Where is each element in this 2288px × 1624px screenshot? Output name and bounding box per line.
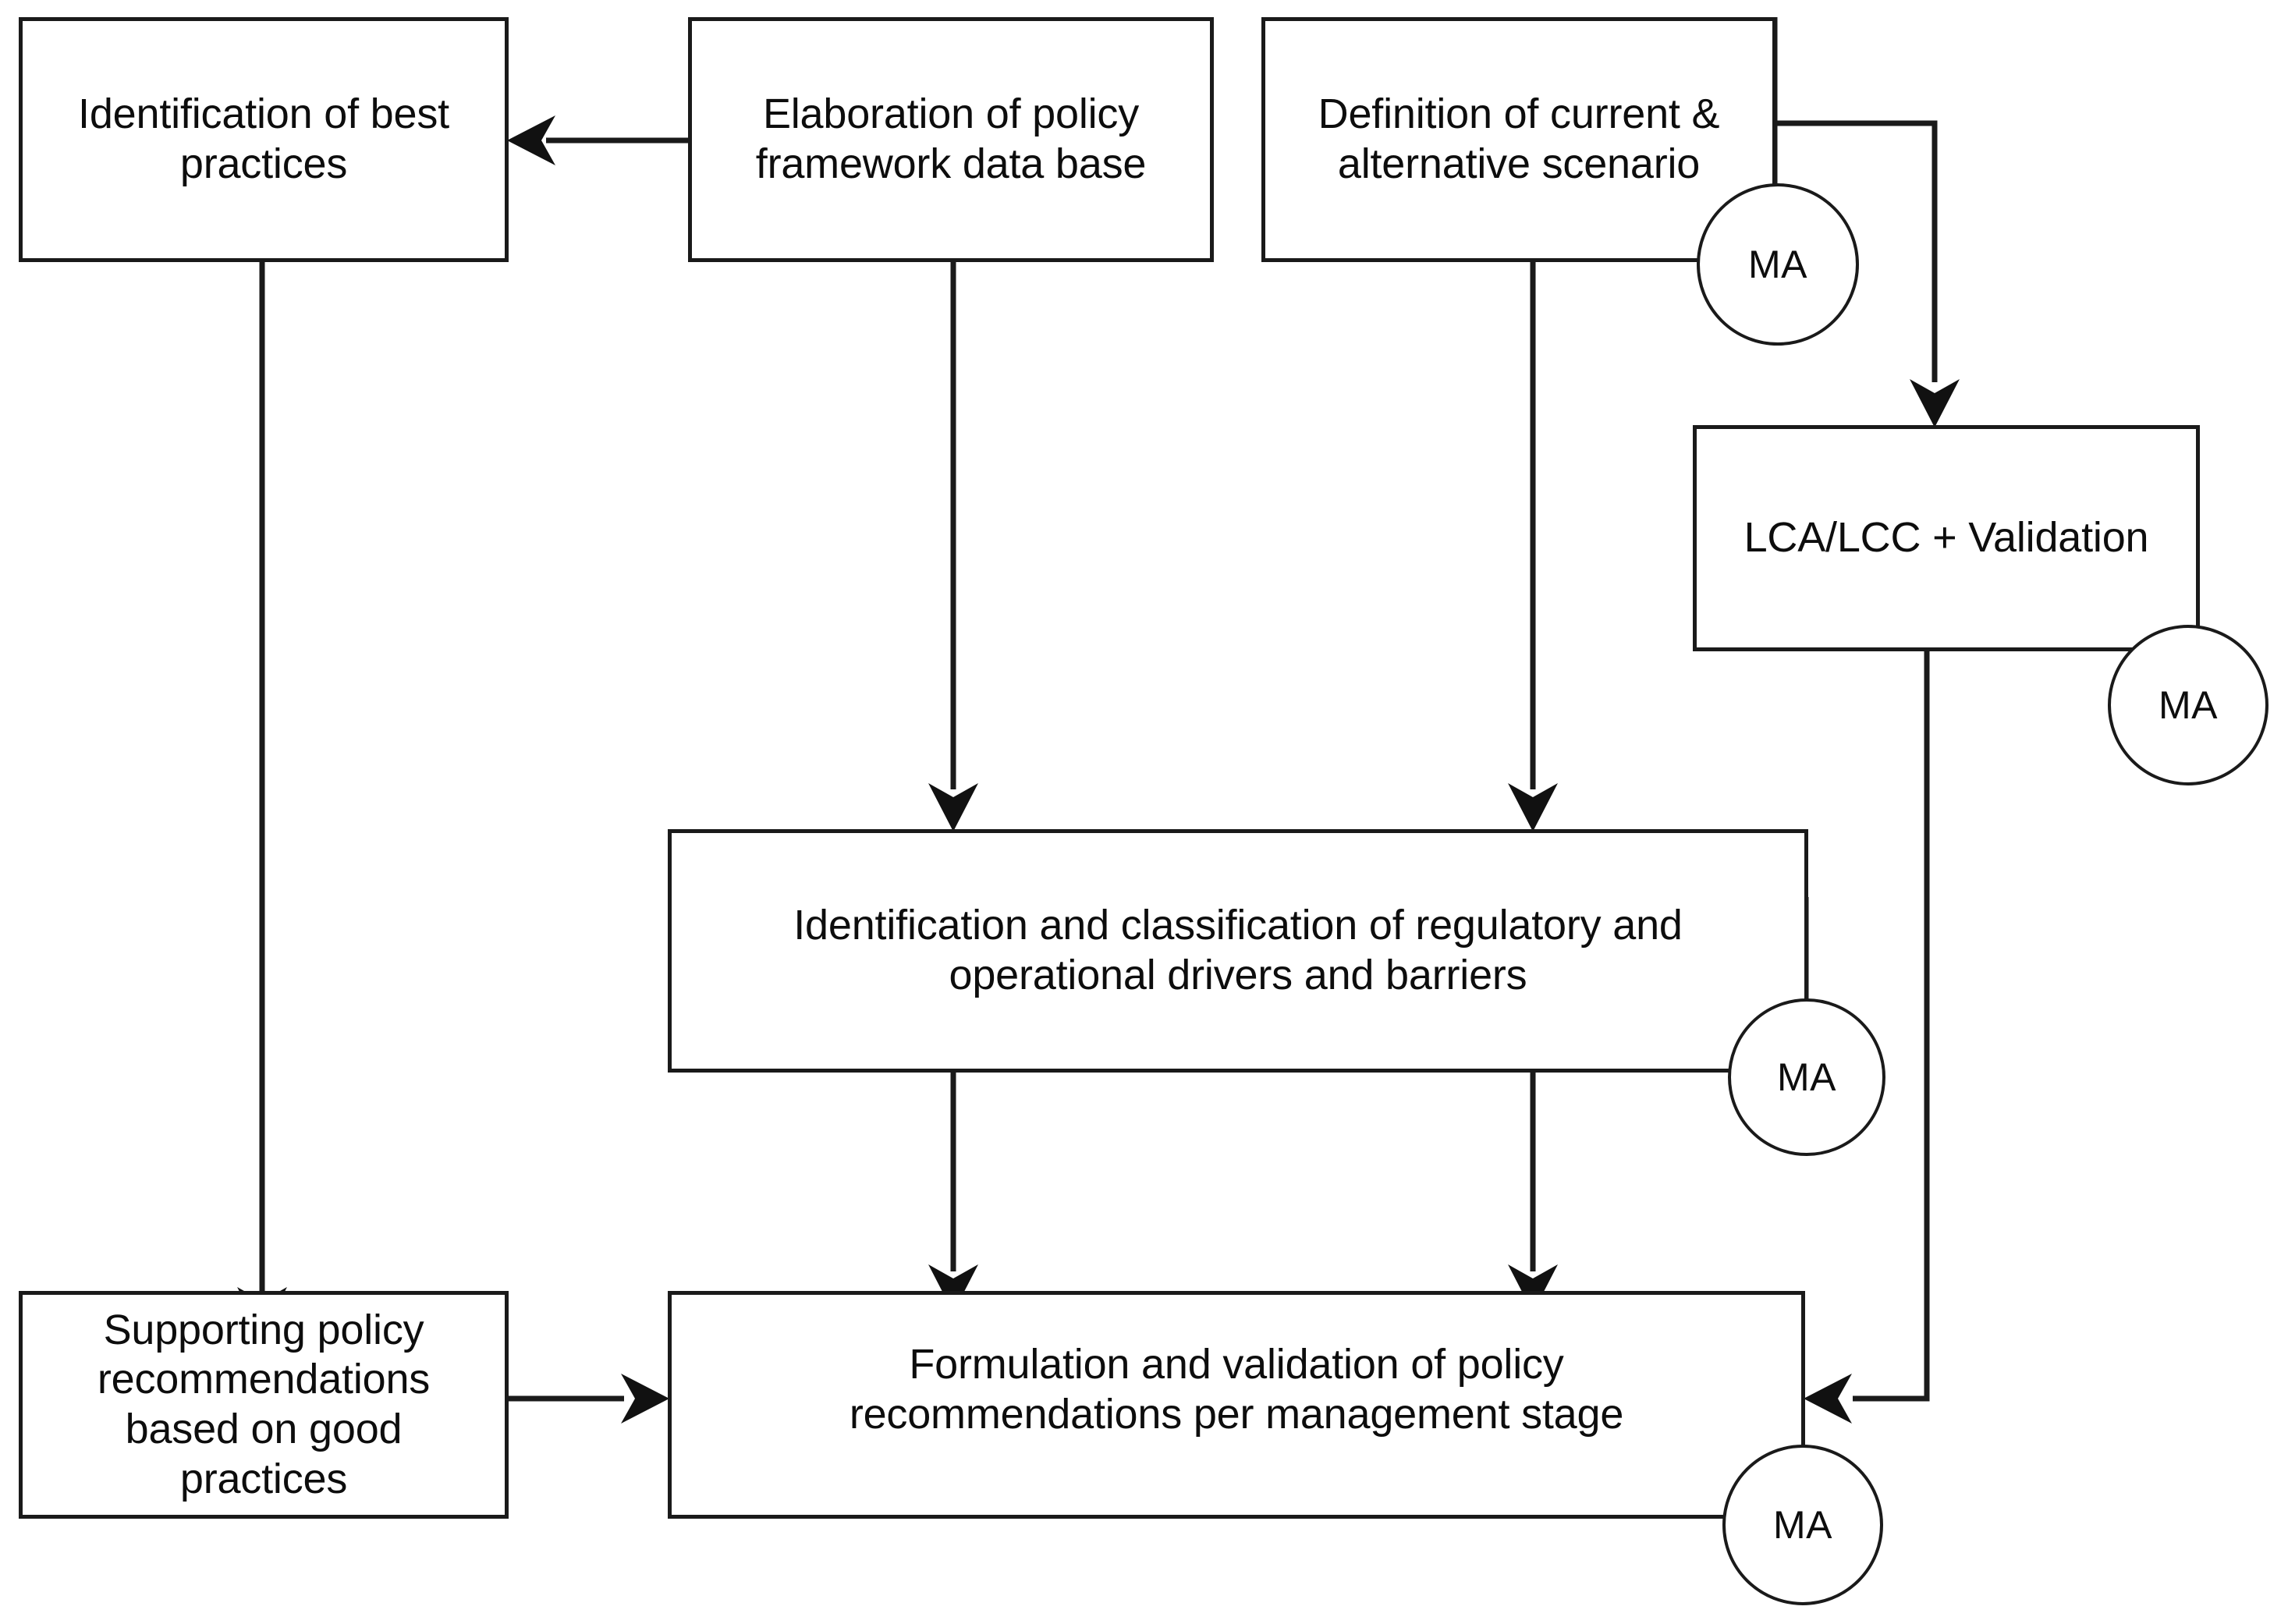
ma-marker-scenario-label: MA (1748, 243, 1807, 286)
ma-marker-formulation[interactable]: MA (1722, 1445, 1883, 1605)
connector-lca-to-formulation (1853, 649, 1930, 1402)
arrowhead-to-drivers-right (1508, 783, 1558, 832)
ma-marker-lca-lcc-label: MA (2159, 683, 2218, 727)
ma-marker-formulation-label: MA (1773, 1503, 1832, 1547)
ma-marker-drivers[interactable]: MA (1728, 998, 1885, 1156)
node-elaboration-policy-framework[interactable]: Elaboration of policy framework data bas… (688, 17, 1214, 262)
arrowhead-supporting-to-formulation (621, 1374, 669, 1424)
node-supporting-policy-recommendations[interactable]: Supporting policy recommendations based … (19, 1291, 509, 1519)
node-identification-classification-drivers[interactable]: Identification and classification of reg… (668, 829, 1808, 1073)
ma-marker-lca-lcc[interactable]: MA (2108, 625, 2268, 785)
arrowhead-to-best-practices (507, 115, 555, 165)
node-label-definition-scenarios: Definition of current & alternative scen… (1318, 90, 1720, 187)
node-label-supporting-policy-recommendations: Supporting policy recommendations based … (97, 1306, 431, 1502)
node-formulation-validation-policy[interactable]: Formulation and validation of policy rec… (668, 1291, 1805, 1519)
arrowhead-to-drivers-left (928, 783, 978, 832)
ma-marker-drivers-label: MA (1777, 1055, 1836, 1099)
arrowhead-to-formulation-right (1508, 1264, 1558, 1313)
node-identification-best-practices[interactable]: Identification of best practices (19, 17, 509, 262)
node-label-identification-classification-drivers: Identification and classification of reg… (793, 902, 1683, 998)
node-lca-lcc-validation[interactable]: LCA/LCC + Validation (1693, 425, 2200, 651)
arrowhead-to-lca (1910, 379, 1960, 427)
arrowhead-to-formulation-left (928, 1264, 978, 1313)
node-label-formulation-validation-policy: Formulation and validation of policy rec… (849, 1341, 1624, 1438)
ma-marker-scenario[interactable]: MA (1697, 183, 1859, 346)
arrowhead-lca-to-formulation (1804, 1374, 1852, 1424)
node-label-identification-best-practices: Identification of best practices (78, 90, 449, 187)
node-label-elaboration-policy-framework: Elaboration of policy framework data bas… (755, 90, 1147, 187)
arrowheads (237, 115, 1960, 1424)
node-label-lca-lcc-validation: LCA/LCC + Validation (1743, 514, 2149, 562)
node-definition-scenarios[interactable]: Definition of current & alternative scen… (1261, 17, 1776, 262)
